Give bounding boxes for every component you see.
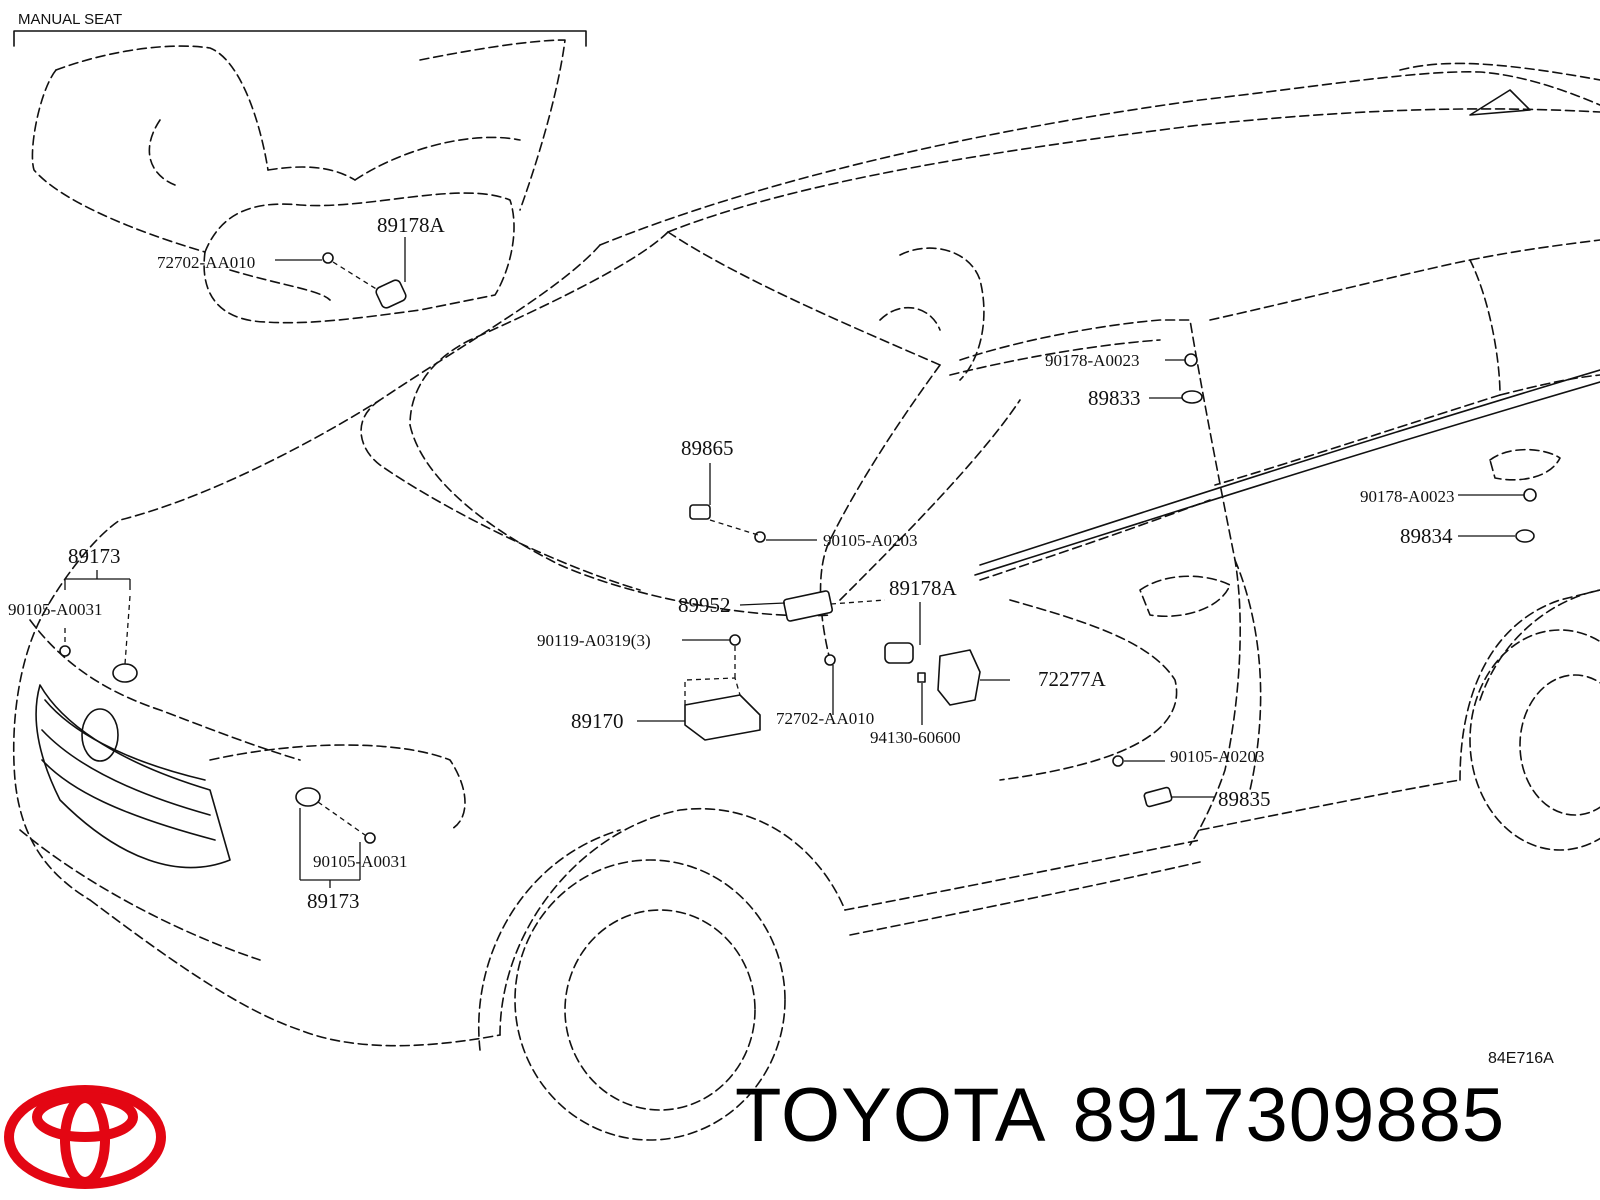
label-seat-sensor: 89178A [377, 213, 446, 237]
manual-seat-inset: MANUAL SEAT [13, 11, 587, 324]
leader-lines [64, 237, 1524, 888]
sensor-parts [59, 252, 1537, 844]
brand-name: TOYOTA [735, 1073, 1047, 1158]
label-sensor-89833: 89833 [1088, 386, 1141, 410]
label-bolt-89173-left: 90105-A0031 [8, 600, 102, 619]
label-seat-bolt: 72702-AA010 [157, 253, 255, 272]
label-sensor-89865: 89865 [681, 436, 734, 460]
label-module-89952: 89952 [678, 593, 731, 617]
label-sensor-89835: 89835 [1218, 787, 1271, 811]
label-sensor-89834: 89834 [1400, 524, 1453, 548]
label-pillar-clip-upper: 90178-A0023 [1045, 351, 1139, 370]
label-bolt-89173-front: 90105-A0031 [313, 852, 407, 871]
section-title: MANUAL SEAT [18, 11, 122, 28]
label-bolt-center: 72702-AA010 [776, 709, 874, 728]
label-bolt-89170: 90119-A0319(3) [537, 631, 651, 650]
seat-bolt-part [322, 252, 334, 264]
label-ecu-89170: 89170 [571, 709, 624, 733]
label-sensor-89173-front: 89173 [307, 889, 360, 913]
part-number: 8917309885 [1072, 1073, 1506, 1158]
label-clip-94130: 94130-60600 [870, 728, 961, 747]
vehicle-outline [12, 62, 1600, 1141]
callout-labels: 89178A 72702-AA010 90178-A0023 89833 898… [8, 213, 1554, 1067]
label-sensor-89173-left: 89173 [68, 544, 121, 568]
label-bolt-89865: 90105-A0203 [823, 531, 917, 550]
diagram-code: 84E716A [1488, 1050, 1554, 1067]
label-bolt-89835: 90105-A0203 [1170, 747, 1264, 766]
toyota-logo-icon [4, 1085, 166, 1189]
label-bracket-72277a: 72277A [1038, 667, 1107, 691]
label-sensor-89178a-center: 89178A [889, 576, 958, 600]
label-rear-clip: 90178-A0023 [1360, 487, 1454, 506]
seat-sensor-part [375, 279, 407, 309]
